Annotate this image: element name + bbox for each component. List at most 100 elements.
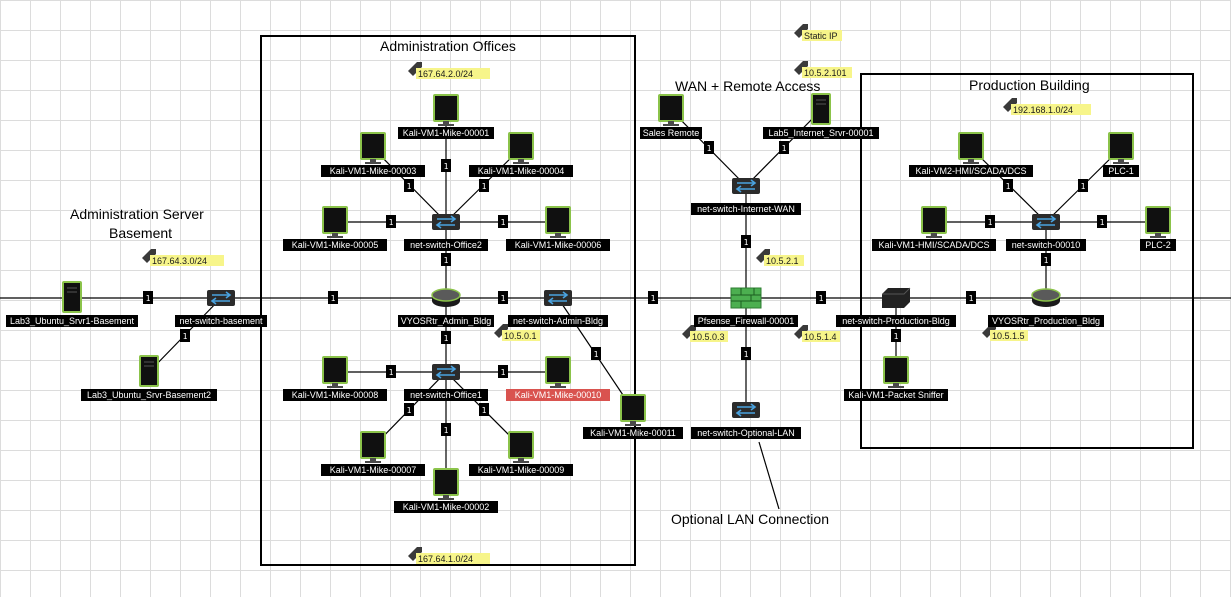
- monitor-icon: [620, 394, 646, 427]
- node-plc1[interactable]: PLC-1: [1103, 132, 1139, 177]
- link-badge: 1: [386, 365, 396, 378]
- svg-text:167.64.3.0/24: 167.64.3.0/24: [152, 256, 207, 266]
- svg-text:1: 1: [183, 332, 188, 341]
- ip-tag-fw-admin[interactable]: 10.5.0.3: [682, 325, 728, 342]
- link-badge: 1: [648, 291, 658, 304]
- ip-tag-prod-router[interactable]: 10.5.1.5: [982, 324, 1028, 341]
- node-label: Kali-VM1-Mike-00006: [515, 240, 602, 250]
- svg-text:1: 1: [744, 238, 749, 247]
- svg-text:10.5.0.3: 10.5.0.3: [692, 332, 725, 342]
- svg-text:1: 1: [782, 144, 787, 153]
- node-label: VYOSRtr_Admin_Bldg: [401, 316, 492, 326]
- svg-text:1: 1: [407, 182, 412, 191]
- node-kali-00004[interactable]: Kali-VM1-Mike-00004: [469, 132, 573, 177]
- server-icon: [139, 355, 159, 387]
- link-badge: 1: [328, 291, 338, 304]
- node-label: net-switch-Admin-Bldg: [513, 316, 603, 326]
- svg-text:1: 1: [988, 218, 993, 227]
- ip-tag-admin-office2[interactable]: 167.64.2.0/24: [408, 62, 490, 79]
- link-badge: 1: [779, 141, 789, 154]
- node-kali-00011[interactable]: Kali-VM1-Mike-00011: [583, 394, 683, 439]
- node-label: Kali-VM1-Mike-00002: [403, 502, 490, 512]
- node-kali-00001[interactable]: Kali-VM1-Mike-00001: [398, 94, 494, 139]
- node-kali-00007[interactable]: Kali-VM1-Mike-00007: [321, 431, 425, 476]
- ip-tag-wan-outer[interactable]: 10.5.2.101: [794, 61, 852, 78]
- node-kali-00005[interactable]: Kali-VM1-Mike-00005: [283, 206, 387, 251]
- monitor-icon: [360, 132, 386, 165]
- area-title-production: Production Building: [969, 77, 1090, 93]
- node-firewall[interactable]: Pfsense_Firewall-00001: [694, 287, 798, 327]
- node-switch-office1[interactable]: net-switch-Office1: [404, 363, 488, 401]
- svg-text:1: 1: [1100, 218, 1105, 227]
- ip-tag-basement[interactable]: 167.64.3.0/24: [142, 249, 224, 266]
- link-badge: 1: [741, 347, 751, 360]
- svg-text:1: 1: [389, 368, 394, 377]
- svg-text:1: 1: [146, 294, 151, 303]
- svg-text:167.64.2.0/24: 167.64.2.0/24: [418, 69, 473, 79]
- optional-lan-caption: Optional LAN Connection: [671, 511, 829, 527]
- ip-tag-wan-inner[interactable]: 10.5.2.1: [756, 249, 804, 266]
- node-plc2[interactable]: PLC-2: [1140, 206, 1176, 251]
- node-hmi-vm1[interactable]: Kali-VM1-HMI/SCADA/DCS: [872, 206, 996, 251]
- node-server-basement1[interactable]: Lab3_Ubuntu_Srvr1-Basement: [6, 281, 138, 327]
- node-hmi-vm2[interactable]: Kali-VM2-HMI/SCADA/DCS: [909, 132, 1033, 177]
- monitor-icon: [658, 94, 684, 127]
- node-label: Pfsense_Firewall-00001: [698, 316, 795, 326]
- node-packet-sniffer[interactable]: Kali-VM1-Packet Sniffer: [844, 356, 948, 401]
- ip-tag-fw-prod[interactable]: 10.5.1.4: [794, 325, 840, 342]
- node-sales-remote[interactable]: Sales Remote: [640, 94, 702, 139]
- switch-icon: [431, 213, 461, 231]
- node-label: Kali-VM1-Mike-00009: [478, 465, 565, 475]
- node-kali-00010[interactable]: Kali-VM1-Mike-00010: [506, 356, 610, 401]
- link-badge: 1: [441, 253, 451, 266]
- ip-tag-admin-office1[interactable]: 167.64.1.0/24: [408, 547, 490, 564]
- link-badge: 1: [498, 291, 508, 304]
- link-badge: 1: [404, 403, 414, 416]
- svg-text:1: 1: [444, 162, 449, 171]
- ip-tag-admin-router[interactable]: 10.5.0.1: [494, 324, 540, 341]
- node-label: Kali-VM1-Mike-00001: [403, 128, 490, 138]
- node-label: Lab3_Ubuntu_Srvr-Basement2: [87, 390, 211, 400]
- node-label: Kali-VM1-Mike-00004: [478, 166, 565, 176]
- area-title-server-basement-line2: Basement: [109, 225, 172, 241]
- node-label: net-switch-Office2: [410, 240, 482, 250]
- svg-text:1: 1: [482, 406, 487, 415]
- server-icon: [811, 93, 831, 125]
- node-router-admin[interactable]: VYOSRtr_Admin_Bldg: [398, 288, 494, 327]
- switch-icon: [881, 287, 911, 309]
- node-kali-00009[interactable]: Kali-VM1-Mike-00009: [469, 431, 573, 476]
- node-switch-admin-bldg[interactable]: net-switch-Admin-Bldg: [508, 289, 608, 327]
- node-kali-00003[interactable]: Kali-VM1-Mike-00003: [321, 132, 425, 177]
- link-badge: 1: [180, 329, 190, 342]
- link-badge: 1: [985, 215, 995, 228]
- node-internet-server[interactable]: Lab5_Internet_Srvr-00001: [763, 93, 879, 139]
- link-badge: 1: [441, 423, 451, 436]
- monitor-icon: [322, 206, 348, 239]
- link-badge: 1: [498, 365, 508, 378]
- svg-text:167.64.1.0/24: 167.64.1.0/24: [418, 554, 473, 564]
- ip-tag-static[interactable]: Static IP: [794, 24, 842, 41]
- router-icon: [1031, 288, 1061, 308]
- link-badge: 1: [143, 291, 153, 304]
- node-server-basement2[interactable]: Lab3_Ubuntu_Srvr-Basement2: [81, 355, 217, 401]
- node-router-production[interactable]: VYOSRtr_Production_Bldg: [988, 288, 1104, 327]
- server-icon: [62, 281, 82, 313]
- node-label: PLC-1: [1108, 166, 1134, 176]
- node-switch-00010[interactable]: net-switch-00010: [1006, 213, 1086, 251]
- node-kali-00002[interactable]: Kali-VM1-Mike-00002: [394, 468, 498, 513]
- node-kali-00008[interactable]: Kali-VM1-Mike-00008: [283, 356, 387, 401]
- svg-text:Static IP: Static IP: [804, 31, 838, 41]
- node-switch-basement[interactable]: net-switch-basement: [175, 289, 267, 327]
- node-label: Lab5_Internet_Srvr-00001: [768, 128, 873, 138]
- node-switch-office2[interactable]: net-switch-Office2: [404, 213, 488, 251]
- node-kali-00006[interactable]: Kali-VM1-Mike-00006: [506, 206, 610, 251]
- node-label: net-switch-Optional-LAN: [697, 428, 795, 438]
- node-switch-internet-wan[interactable]: net-switch-Internet-WAN: [691, 177, 801, 215]
- link-badge: 1: [591, 347, 601, 360]
- link-badge: 1: [816, 291, 826, 304]
- node-switch-production-bldg[interactable]: net-switch-Production-Bldg: [836, 287, 956, 327]
- ip-tag-production[interactable]: 192.168.1.0/24: [1003, 98, 1091, 115]
- link: [758, 441, 780, 510]
- node-switch-optional-lan[interactable]: net-switch-Optional-LAN: [691, 401, 801, 439]
- monitor-icon: [433, 468, 459, 501]
